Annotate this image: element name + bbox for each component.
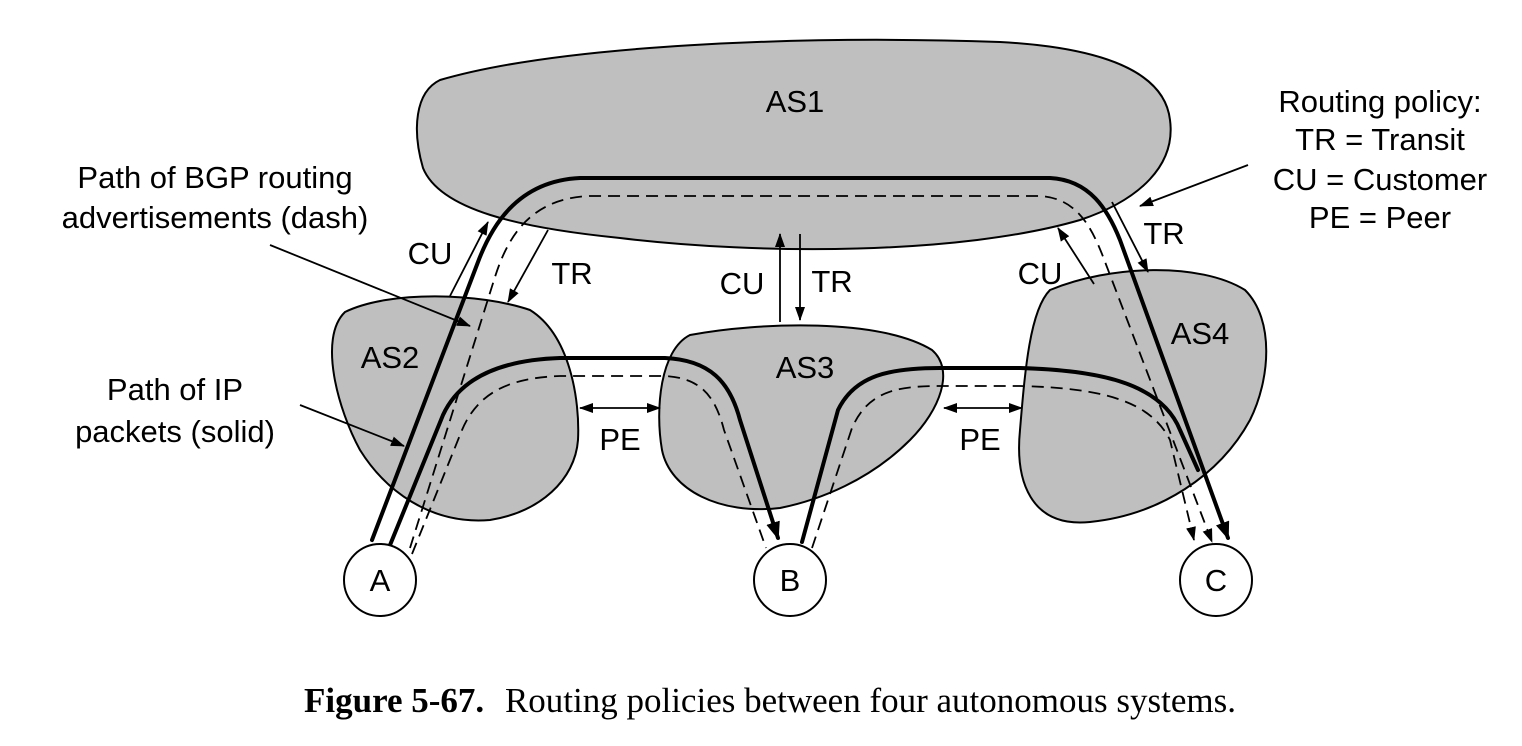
- cu-label-as4: CU: [1018, 256, 1063, 291]
- tr-arrow-as4: [1111, 201, 1149, 273]
- cu-label-as3: CU: [720, 266, 765, 301]
- cu-label-as2: CU: [408, 236, 453, 271]
- as3-region: [658, 324, 945, 511]
- legend-tr: TR = Transit: [1295, 122, 1465, 157]
- host-b: B: [753, 543, 827, 617]
- as3-label: AS3: [776, 350, 835, 385]
- figure-caption: Figure 5-67. Routing policies between fo…: [304, 681, 1236, 720]
- pe-label-as2-as3: PE: [599, 422, 640, 457]
- bgp-annotation-line1: Path of BGP routing: [77, 160, 352, 195]
- cu-arrow-as4: [1057, 227, 1095, 285]
- as1-label: AS1: [766, 84, 825, 119]
- legend-cu: CU = Customer: [1273, 162, 1487, 197]
- ip-path-b-right: [800, 366, 1200, 544]
- ip-path-b-left: [386, 356, 780, 552]
- as2-label: AS2: [361, 340, 420, 375]
- legend-pe: PE = Peer: [1309, 200, 1451, 235]
- ip-annotation-line1: Path of IP: [107, 372, 243, 407]
- tr-arrow-as2: [507, 229, 549, 303]
- ip-pointer: [299, 404, 405, 447]
- bgp-path-b-right: [811, 385, 1196, 549]
- cu-arrow-as2: [449, 221, 489, 297]
- host-c: C: [1179, 543, 1253, 617]
- legend-pointer: [1139, 164, 1249, 207]
- legend-title: Routing policy:: [1278, 84, 1481, 119]
- host-a: A: [343, 543, 417, 617]
- bgp-annotation-line2: advertisements (dash): [62, 200, 369, 235]
- pe-label-as3-as4: PE: [959, 422, 1000, 457]
- as2-region: [331, 295, 580, 522]
- tr-label-as3: TR: [811, 264, 852, 299]
- caption-text: Routing policies between four autonomous…: [505, 681, 1236, 720]
- caption-label: Figure 5-67.: [304, 681, 484, 720]
- as1-region: [415, 38, 1172, 251]
- as4-region: [1018, 269, 1268, 524]
- svg-text:A: A: [370, 563, 391, 598]
- as4-label: AS4: [1171, 316, 1230, 351]
- bgp-path-as1: [409, 195, 1213, 549]
- tr-label-as2: TR: [551, 256, 592, 291]
- bgp-pointer: [269, 244, 471, 327]
- tr-label-as4: TR: [1143, 216, 1184, 251]
- ip-annotation-line2: packets (solid): [75, 414, 275, 449]
- bgp-path-b-left: [411, 375, 767, 555]
- svg-text:C: C: [1205, 563, 1227, 598]
- svg-text:B: B: [780, 563, 801, 598]
- ip-path-as1: [370, 176, 1230, 542]
